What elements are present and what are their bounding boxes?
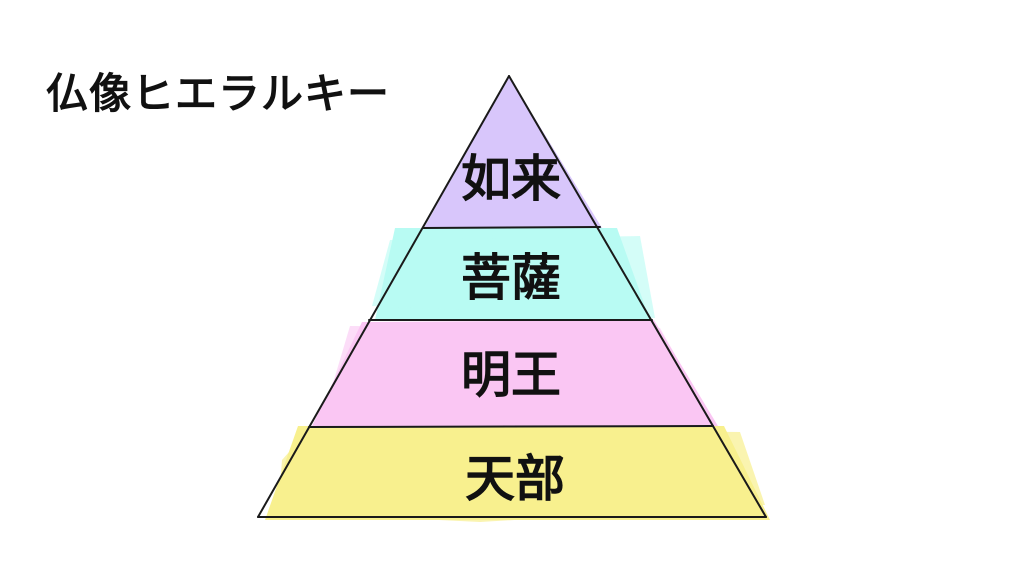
pyramid-right-edge xyxy=(508,75,767,518)
tier-1-label: 如来 xyxy=(461,150,561,208)
tier-3-label: 明王 xyxy=(461,346,561,404)
diagram-title: 仏像ヒエラルキー xyxy=(46,69,391,118)
tier-3: 明王 xyxy=(312,320,718,426)
tier-divider-3 xyxy=(308,425,714,428)
tier-divider-1 xyxy=(422,226,601,229)
tier-3-fill-sketch xyxy=(328,326,712,420)
tier-2: 菩薩 xyxy=(372,228,655,320)
tier-4-label: 天部 xyxy=(465,450,565,508)
tier-4: 天部 xyxy=(265,426,770,522)
tier-2-fill-sketch xyxy=(372,236,655,318)
pyramid-outline xyxy=(257,75,767,518)
tier-2-label: 菩薩 xyxy=(461,249,561,307)
pyramid-left-edge xyxy=(257,75,510,518)
tier-1: 如来 xyxy=(424,76,602,228)
tier-4-fill-sketch xyxy=(278,428,765,522)
tier-1-fill-sketch xyxy=(430,84,598,224)
